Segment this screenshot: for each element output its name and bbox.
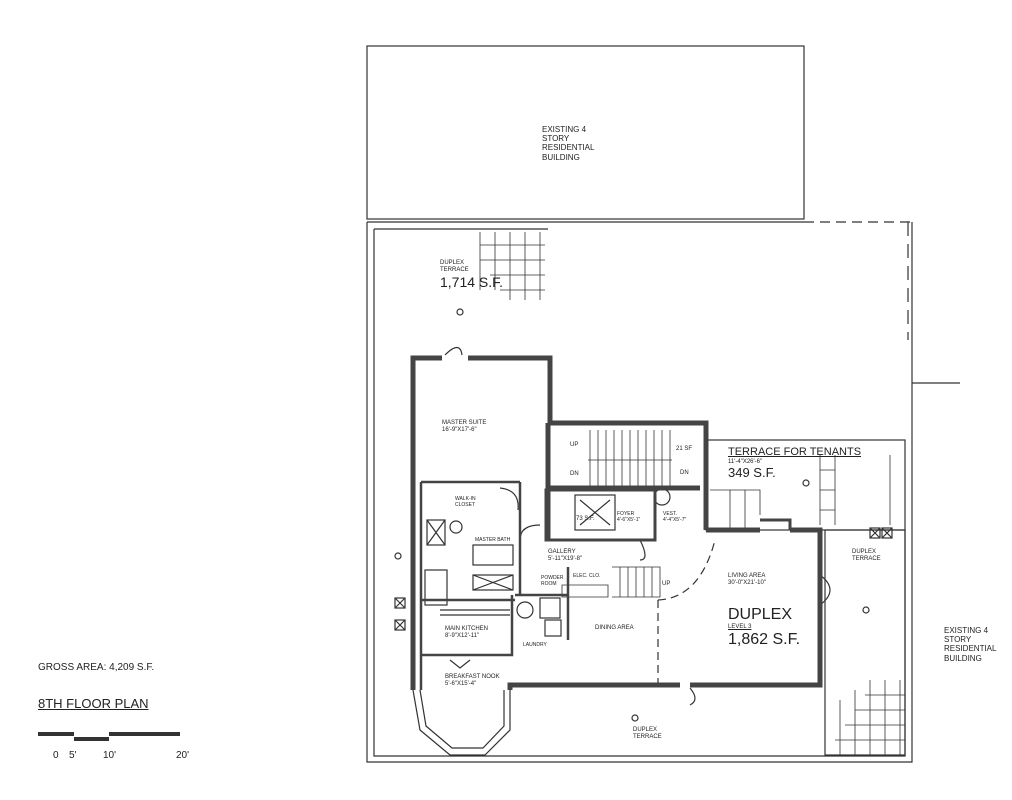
scale-label-5: 5' [69,750,77,761]
label-line: STORY [944,635,972,645]
elec-closet-label: ELEC. CLO. [573,573,601,579]
exterior-walls [410,355,823,690]
gallery-label: GALLERY 5'-11"X19'-8" [548,549,582,563]
label-line: EXISTING 4 [944,626,989,635]
label-line: RESIDENTIAL [944,644,997,654]
duplex-terrace-right-label: DUPLEX TERRACE [852,549,881,563]
duplex-label: DUPLEX LEVEL 3 1,862 S.F. [728,606,800,650]
room-name: MASTER SUITE [442,420,487,426]
vestibule-label: VEST. 4'-4"X5'-7" [663,511,687,524]
room-dims: 4'-4"X5'-7" [663,516,687,523]
scale-label-10: 10' [103,750,117,761]
walk-in-closet-label: WALK-IN CLOSET [455,496,476,509]
elevator-area-label: 73 S.F. [576,516,595,522]
room-area: 1,714 S.F. [440,273,504,290]
plan-title: 8TH FLOOR PLAN [38,696,149,711]
label-line: BUILDING [944,653,982,663]
scale-label-20: 20' [176,750,190,761]
room-name: POWDER [541,575,564,581]
room-name: BREAKFAST NOOK [445,674,500,680]
room-dims: 11'-4"X26'-6" [728,458,763,465]
label-line: BUILDING [542,152,580,162]
laundry-label: LAUNDRY [523,642,547,648]
room-area: 349 S.F. [728,464,776,480]
room-dims: 30'-0"X21'-10" [728,579,766,586]
main-kitchen-label: MAIN KITCHEN 8'-9"X12'-11" [445,626,488,640]
room-name: TERRACE [852,555,881,562]
gross-area-label: GROSS AREA: 4,209 S.F. [38,662,155,673]
label-line: STORY [542,134,570,144]
stair-up-label-2: UP [662,581,671,587]
stair-area-label: 21 SF [676,446,693,452]
existing-building-top-outline [366,45,805,220]
room-name: CLOSET [455,501,476,508]
room-name: WALK-IN [455,496,476,502]
unit-name: DUPLEX [728,606,793,623]
unit-level: LEVEL 3 [728,624,752,631]
stair-dn2-label: DN [680,470,689,476]
powder-room-label: POWDER ROOM [541,575,564,588]
unit-area: 1,862 S.F. [728,631,801,649]
existing-building-top-label: EXISTING 4 STORY RESIDENTIAL BUILDING [542,125,594,162]
room-name: TERRACE [440,266,469,273]
room-name: FOYER [617,511,635,517]
living-area-label: LIVING AREA 30'-0"X21'-10" [728,573,766,587]
existing-building-right-label: EXISTING 4 STORY RESIDENTIAL BUILDING [944,626,996,663]
terrace-paving-grid [479,232,905,755]
room-dims: 5'-11"X19'-8" [548,555,583,562]
dining-area-label: DINING AREA [595,625,634,631]
room-name: LIVING AREA [728,573,766,579]
label-line: EXISTING 4 [542,125,587,134]
duplex-terrace-top-label: DUPLEX TERRACE 1,714 S.F. [440,260,503,290]
label-line: RESIDENTIAL [542,143,595,153]
breakfast-nook-label: BREAKFAST NOOK 5'-6"X15'-4" [445,674,500,688]
master-suite-label: MASTER SUITE 16'-9"X17'-6" [442,420,486,434]
room-name: DUPLEX [633,727,658,733]
room-dims: 5'-6"X15'-4" [445,680,477,687]
room-dims: 4'-6"X5'-1" [617,516,641,523]
room-name: DUPLEX [440,260,465,266]
scale-label-0: 0 [53,750,59,761]
room-name: TERRACE FOR TENANTS [728,446,862,458]
terrace-tenants-label: TERRACE FOR TENANTS 11'-4"X26'-6" 349 S.… [728,446,861,480]
room-dims: 8'-9"X12'-11" [445,632,480,639]
room-name: VEST. [663,511,677,517]
stair-up-label: UP [570,442,579,448]
room-dims: 16'-9"X17'-6" [442,426,477,433]
room-name: ROOM [541,580,557,587]
master-bath-label: MASTER BATH [475,537,511,543]
room-name: DUPLEX [852,549,877,555]
duplex-terrace-bottom-label: DUPLEX TERRACE [633,727,662,741]
foyer-label: FOYER 4'-6"X5'-1" [617,511,641,524]
stair-dn-label: DN [570,471,579,477]
scale-bar [38,732,180,741]
room-name: GALLERY [548,549,576,555]
room-name: TERRACE [633,733,662,740]
site-boundary [366,221,960,763]
room-name: MAIN KITCHEN [445,626,489,632]
